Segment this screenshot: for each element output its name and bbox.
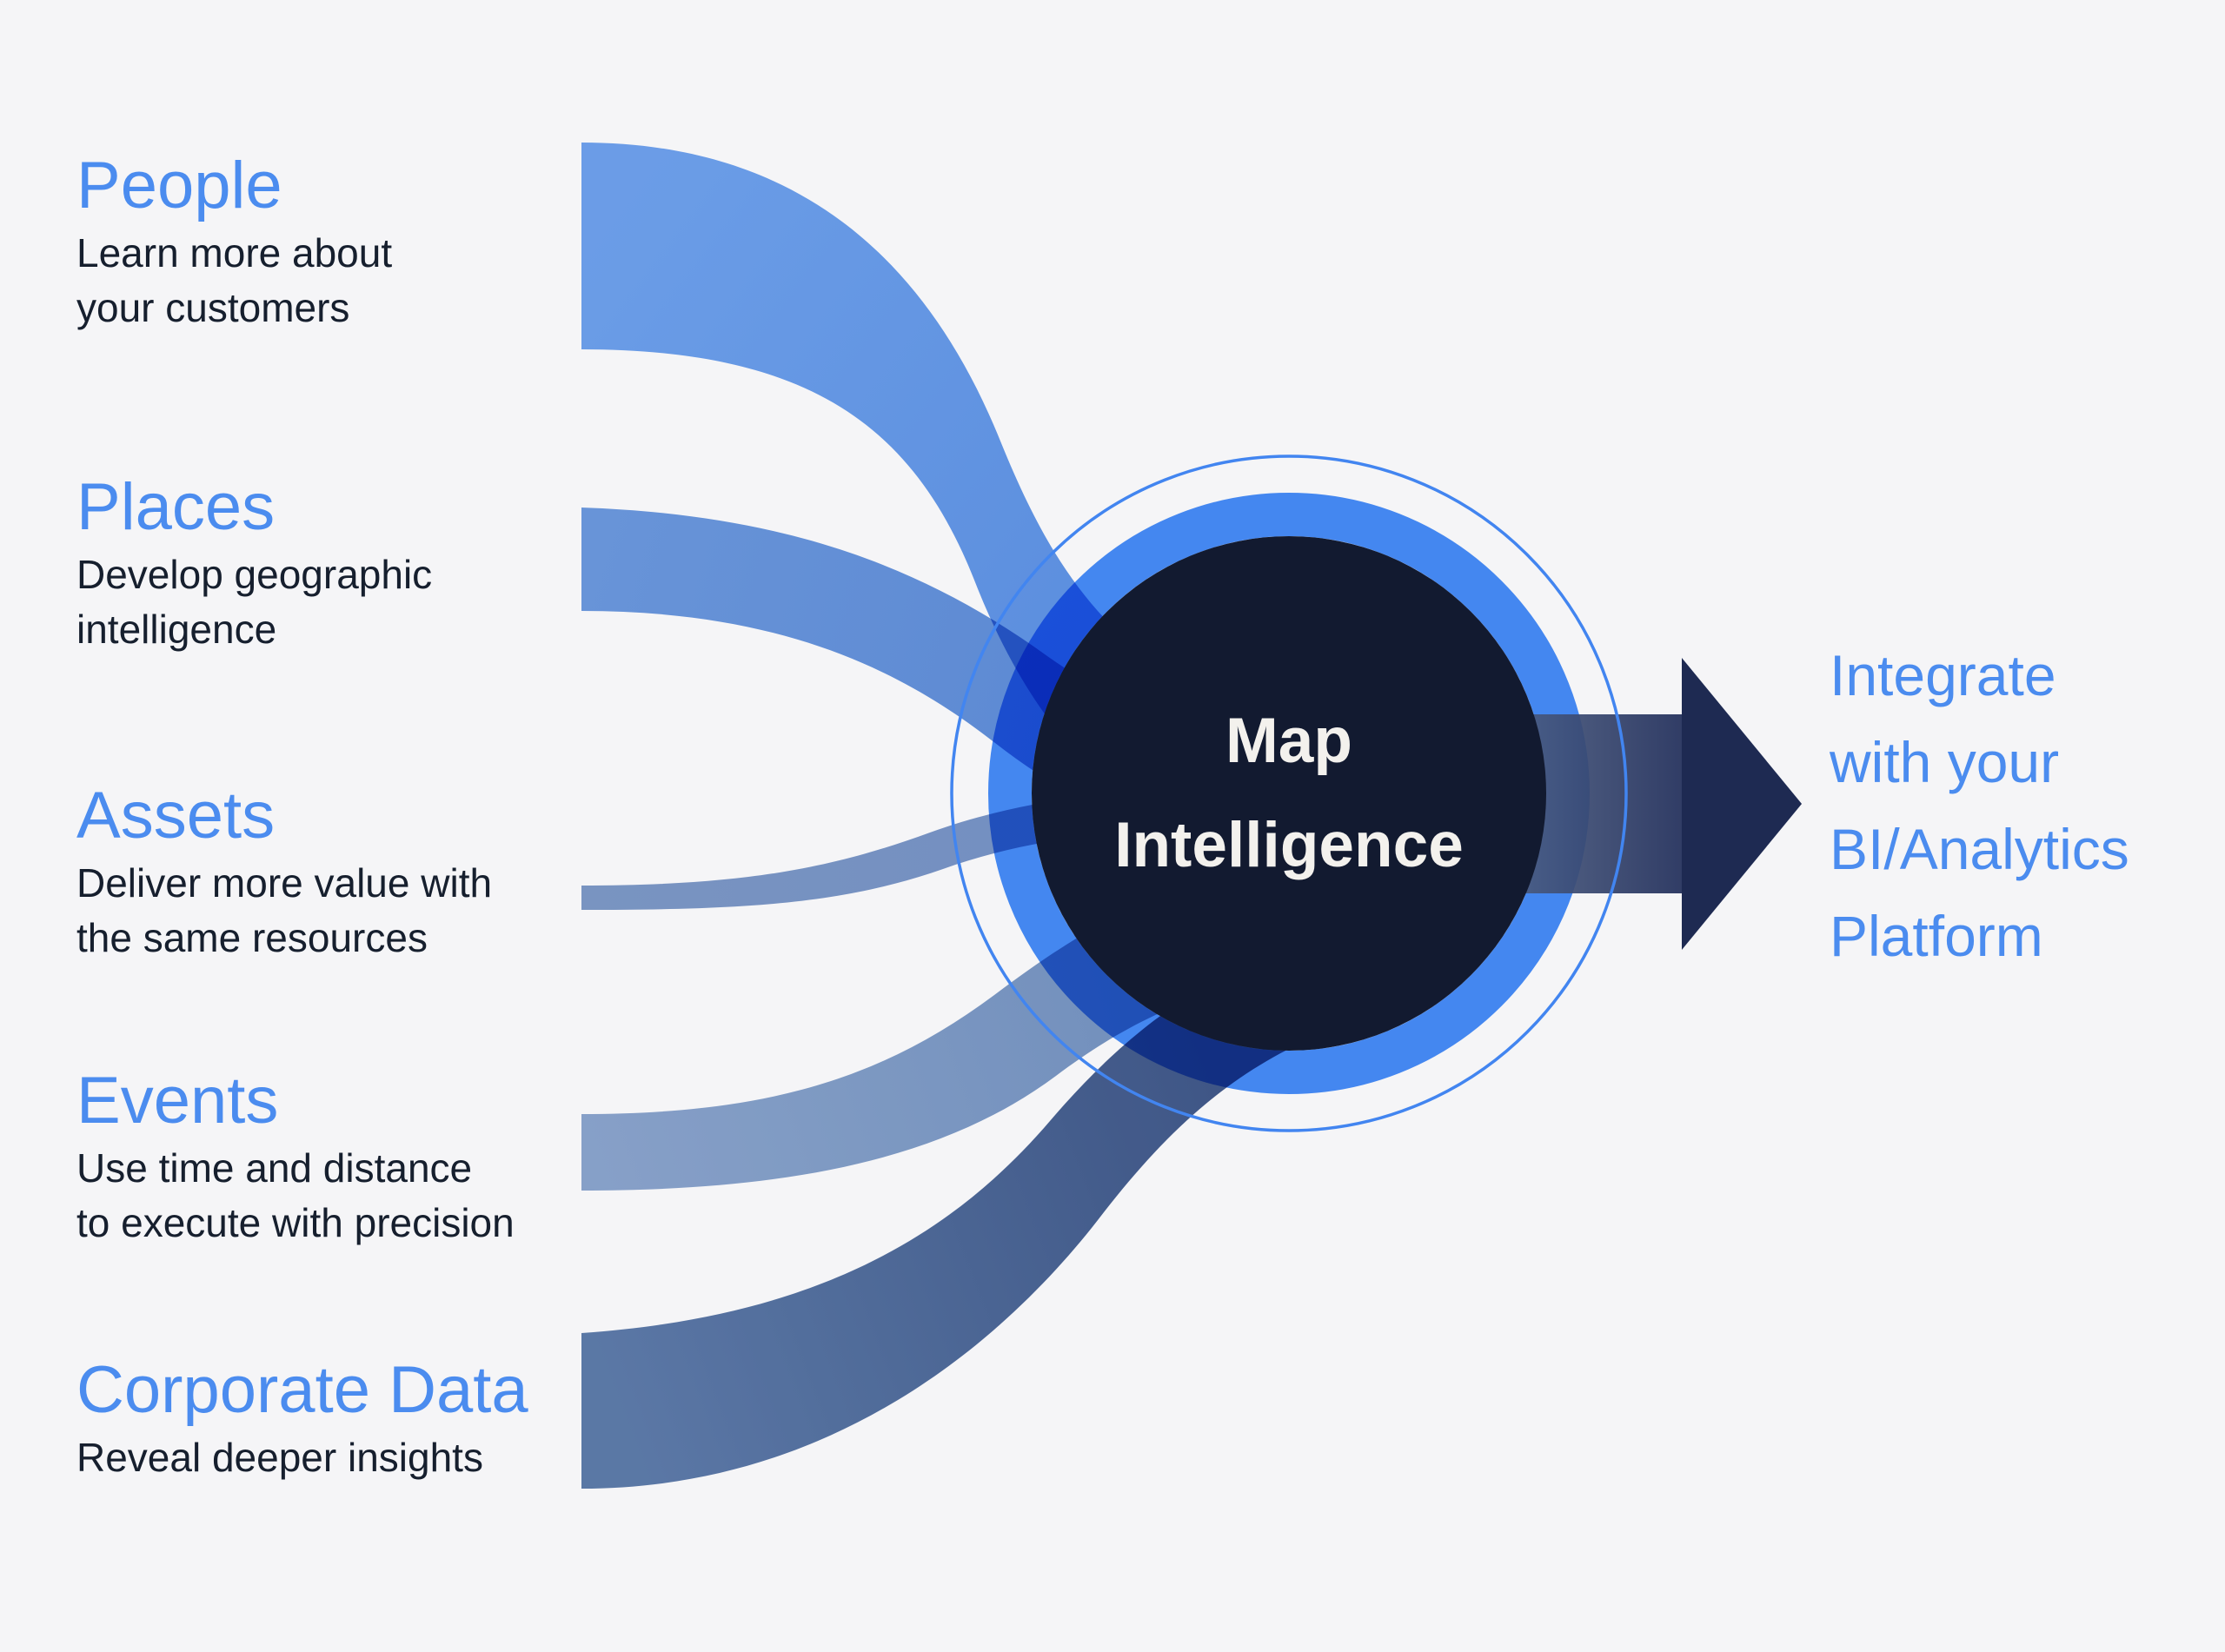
hub-title-line1: Map <box>1225 706 1352 776</box>
source-item-people: People Learn more about your customers <box>76 146 392 335</box>
source-title: Events <box>76 1064 279 1138</box>
source-desc-line2: the same resources <box>76 915 428 960</box>
source-title: Assets <box>76 779 276 853</box>
source-item-assets: Assets Deliver more value with the same … <box>76 776 492 965</box>
destination-line4: Platform <box>1830 904 2043 968</box>
destination-line3: BI/Analytics <box>1830 817 2129 881</box>
ribbon-corporate-data <box>581 939 1343 1489</box>
source-title: Corporate Data <box>76 1353 528 1427</box>
hub-title: Map Intelligence <box>1028 663 1550 924</box>
hub-outline-circle <box>950 454 1628 1132</box>
destination-label: Integrate with your BI/Analytics Platfor… <box>1830 632 2212 979</box>
hub-circle <box>1032 536 1546 1051</box>
destination-line1: Integrate <box>1830 643 2056 707</box>
source-desc-line1: Use time and distance <box>76 1145 473 1191</box>
source-desc-line1: Deliver more value with <box>76 860 493 906</box>
source-title: Places <box>76 470 276 544</box>
source-desc-line1: Learn more about <box>76 230 393 275</box>
source-desc-line2: intelligence <box>76 607 277 652</box>
hub-title-line2: Intelligence <box>1114 810 1464 880</box>
source-desc-line2: to execute with precision <box>76 1200 515 1245</box>
arrow-head-icon <box>1682 658 1802 950</box>
source-item-events: Events Use time and distance to execute … <box>76 1061 515 1251</box>
source-desc-line2: your customers <box>76 285 350 330</box>
destination-line2: with your <box>1830 730 2060 794</box>
source-item-corporate-data: Corporate Data Reveal deeper insights <box>76 1350 528 1485</box>
source-desc-line1: Develop geographic <box>76 552 433 597</box>
source-title: People <box>76 149 282 222</box>
source-desc-line1: Reveal deeper insights <box>76 1435 483 1480</box>
source-item-places: Places Develop geographic intelligence <box>76 468 432 657</box>
